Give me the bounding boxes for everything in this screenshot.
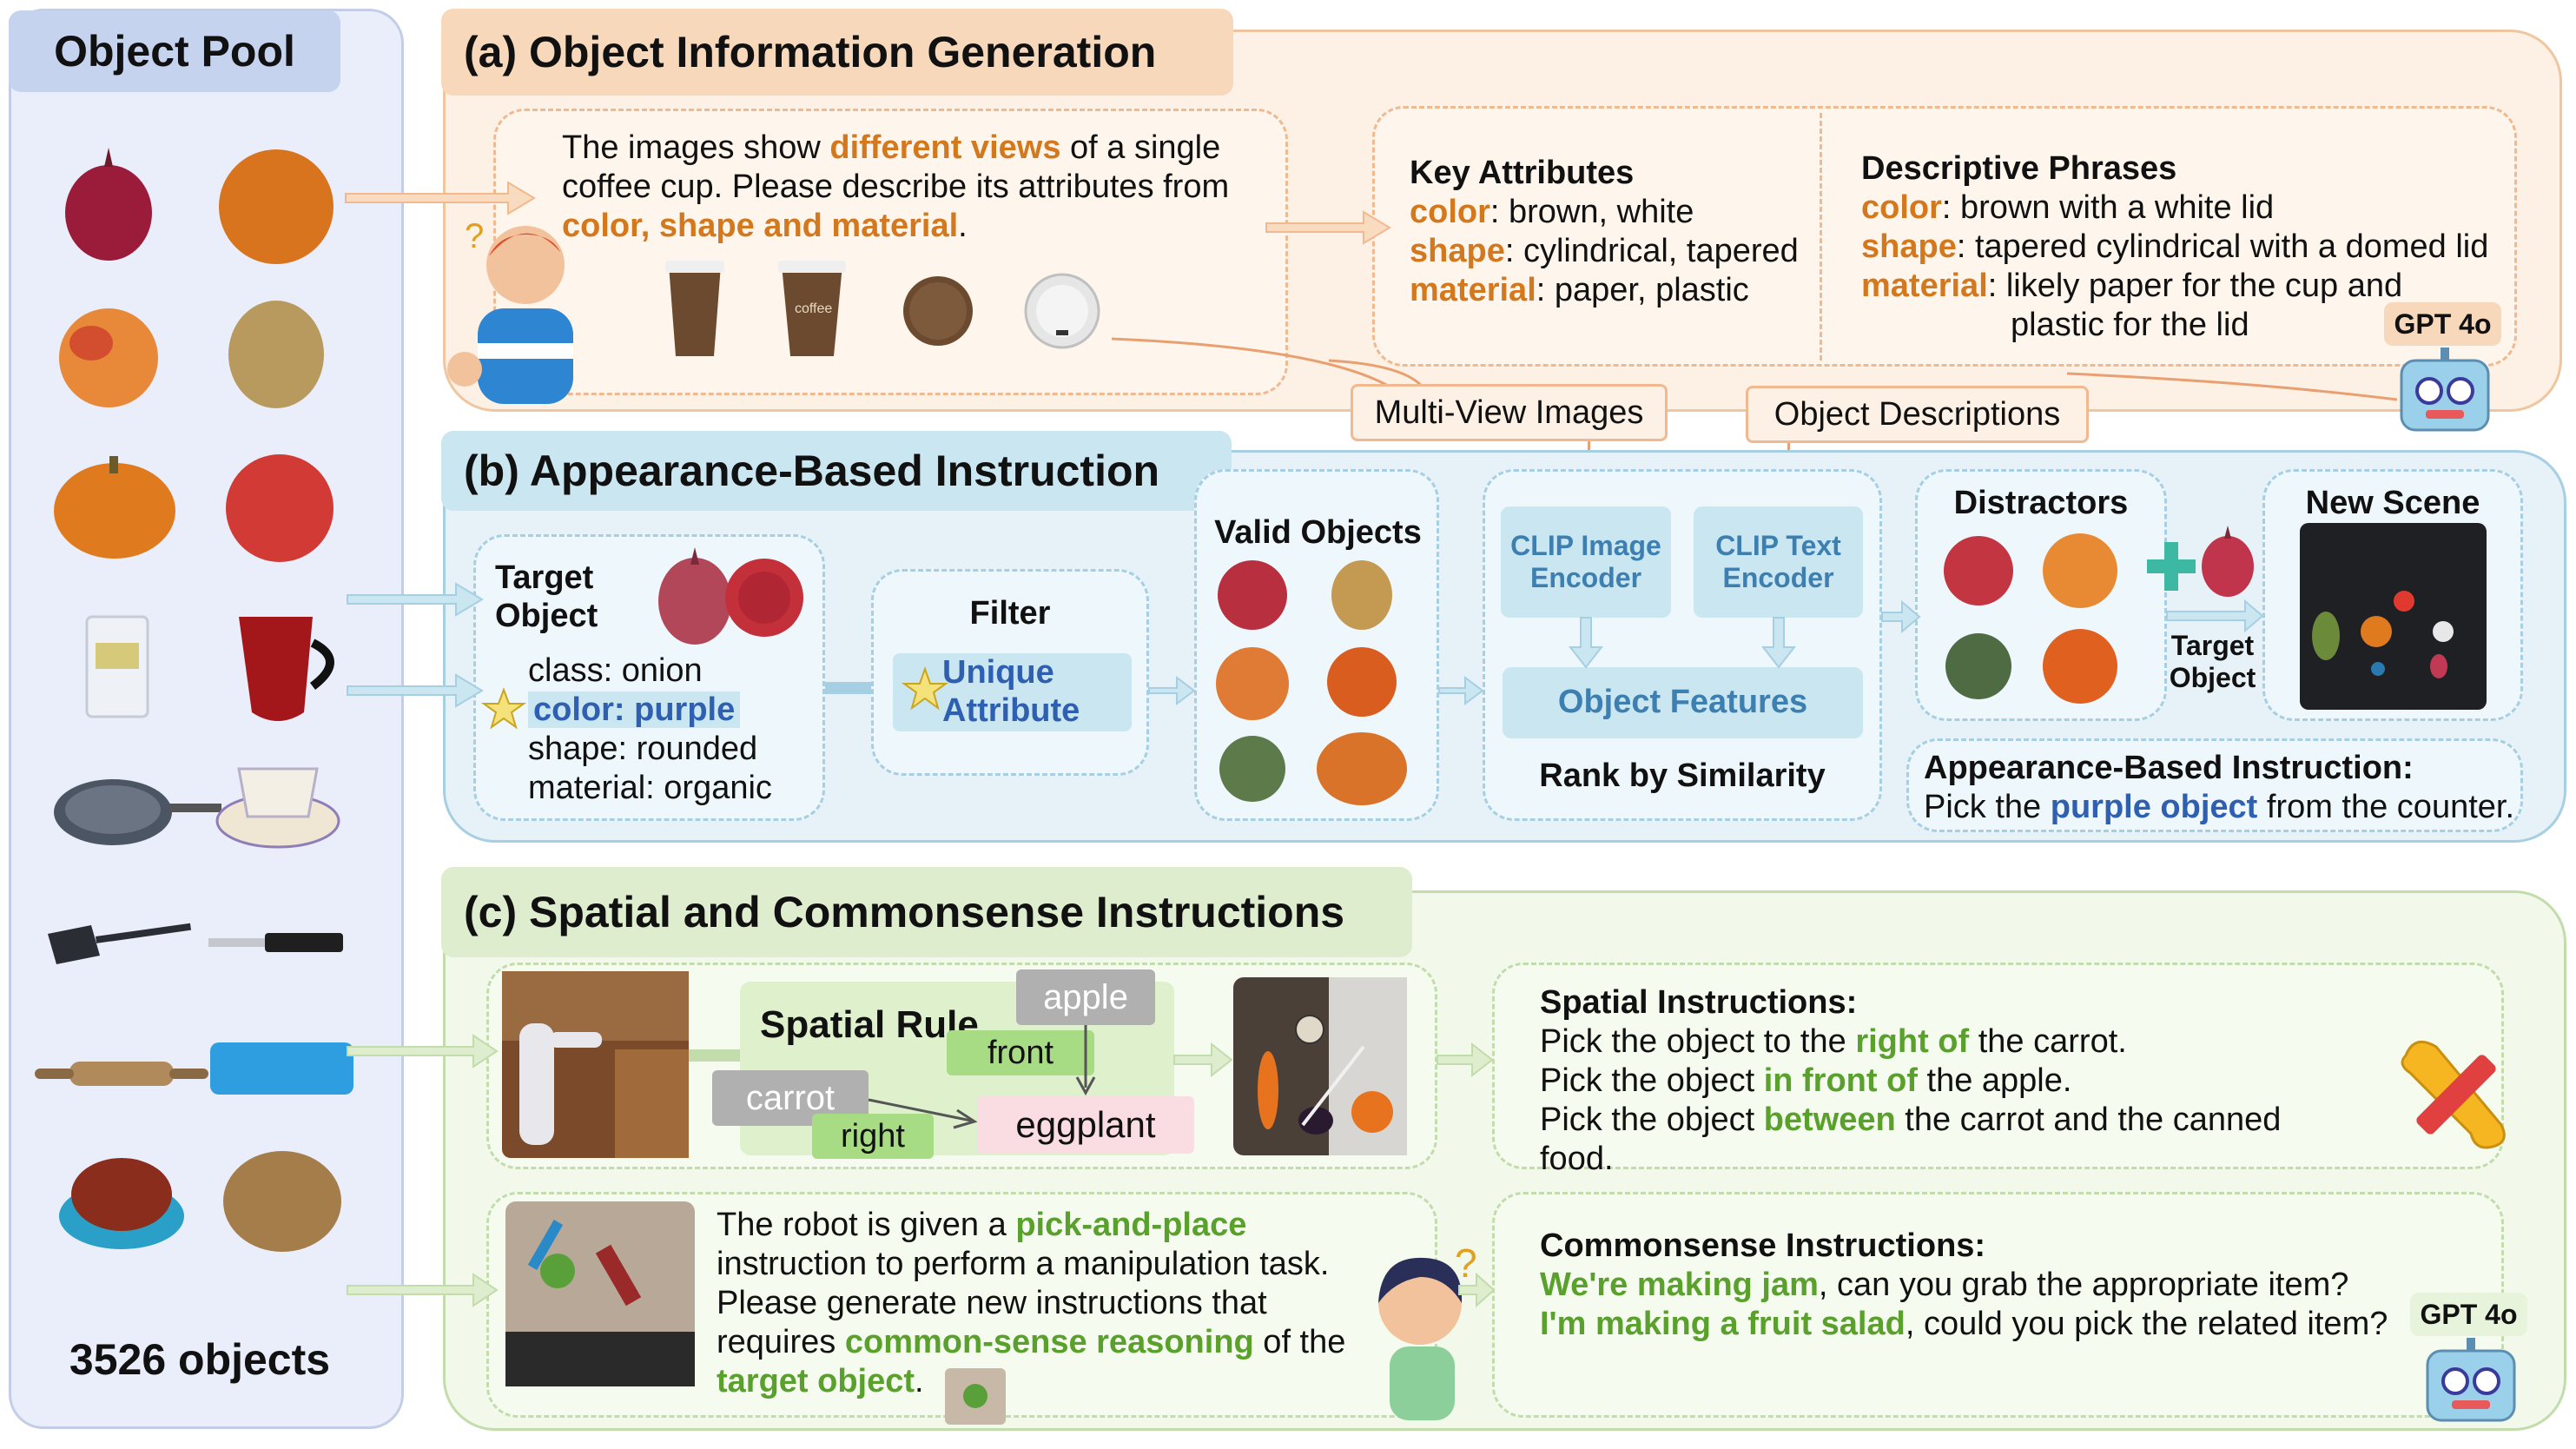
arrows-section-b	[347, 582, 2264, 708]
target-object-thumb	[945, 1368, 1006, 1425]
cake-icon	[59, 1158, 184, 1249]
commonsense-instructions: Commonsense Instructions: We're making j…	[1540, 1227, 2388, 1342]
onion-icon	[658, 547, 731, 645]
potato-icon	[1331, 560, 1392, 630]
spatial-rule-label: Spatial Rule	[760, 1003, 979, 1046]
target-object-small-label: Target Object	[2169, 630, 2256, 693]
orange-icon	[219, 149, 334, 264]
descriptive-phrases: Descriptive Phrases color: brown with a …	[1861, 150, 2489, 343]
distractor-items	[1944, 533, 2117, 704]
robot-prompt-text: The robot is given a pick-and-place inst…	[717, 1207, 1346, 1399]
peach-icon	[1216, 647, 1289, 720]
frying-pan-icon	[54, 779, 221, 845]
object-pool-title: Object Pool	[9, 10, 340, 92]
plus-icon	[2147, 542, 2196, 591]
spatial-instructions-box	[1492, 963, 2504, 1169]
section-a-prompt-text: The images show different views of a sin…	[562, 129, 1230, 244]
section-c-title: (c) Spatial and Commonsense Instructions	[441, 867, 1412, 957]
robot-icon-c	[2426, 1338, 2516, 1422]
coffee-cup-bottom-icon	[903, 276, 973, 346]
edge-front: front	[947, 1030, 1094, 1075]
object-pool-items	[35, 148, 353, 1252]
coffee-cup-top-icon	[1024, 273, 1100, 349]
coffee-cup-front-icon: coffee	[778, 261, 846, 356]
section-a-title: (a) Object Information Generation	[441, 9, 1233, 96]
target-onion-icons	[658, 547, 803, 645]
section-b-title: (b) Appearance-Based Instruction	[441, 431, 1232, 511]
milk-carton-icon	[85, 615, 149, 718]
thinking-person-icon: ?	[447, 217, 573, 404]
svg-text:?: ?	[1455, 1241, 1477, 1286]
gpt-label-a: GPT 4o	[2384, 302, 2501, 346]
appearance-instruction-box	[1906, 738, 2523, 832]
peach-icon	[2043, 533, 2117, 608]
gpt-label-c: GPT 4o	[2410, 1293, 2527, 1336]
spatial-scene-image	[1233, 977, 1407, 1155]
robot-icon-a	[2400, 347, 2490, 432]
peach-icon	[59, 308, 158, 407]
onion-icon	[65, 148, 152, 261]
teacup-icon	[215, 767, 340, 849]
rank-by-similarity: Rank by Similarity	[1539, 758, 1826, 794]
target-object-heading: Target Object	[495, 559, 598, 634]
onion-icon	[725, 559, 803, 637]
spatial-instructions: Spatial Instructions: Pick the object to…	[1540, 984, 2282, 1177]
node-apple: apple	[1016, 969, 1155, 1025]
svg-text:coffee: coffee	[795, 301, 832, 316]
ice-tray-icon	[210, 1042, 353, 1095]
valid-objects-label: Valid Objects	[1214, 514, 1422, 551]
thinking-girl-icon: ?	[1378, 1241, 1477, 1420]
object-count: 3526 objects	[69, 1335, 331, 1384]
unique-attribute-label: Unique Attribute	[942, 654, 1080, 729]
filter-label: Filter	[969, 595, 1051, 632]
object-features: Object Features	[1503, 667, 1863, 738]
valid-objects-grid	[1216, 560, 1407, 805]
edge-right: right	[812, 1114, 934, 1159]
svg-text:?: ?	[465, 217, 484, 255]
coffee-cup-side-icon	[665, 261, 724, 356]
apple-icon	[226, 454, 334, 562]
pitcher-icon	[239, 617, 334, 721]
new-scene-image	[2300, 523, 2487, 710]
coffee-cup-views: coffee	[665, 261, 1100, 356]
star-icon-target	[480, 687, 527, 730]
rolling-pin-icon	[35, 1062, 208, 1086]
commonsense-instructions-box	[1492, 1192, 2504, 1418]
spatula-icon	[48, 923, 192, 964]
distractors-label: Distractors	[1953, 485, 2129, 521]
pumpkin-icon	[1317, 732, 1407, 805]
robot-kitchen-image	[502, 971, 689, 1158]
green-fruit-icon	[1945, 633, 2011, 699]
object-descriptions-label: Object Descriptions	[1746, 386, 2089, 443]
orange-icon	[1327, 647, 1397, 717]
clip-image-encoder: CLIP Image Encoder	[1501, 506, 1671, 618]
green-fruit-icon	[1219, 736, 1285, 802]
orange-icon	[2043, 629, 2117, 704]
pumpkin-icon	[54, 456, 175, 559]
robot-task-image	[505, 1201, 695, 1386]
tools-icon	[2401, 1040, 2506, 1149]
section-a-attributes-box	[1372, 106, 2517, 367]
star-icon-filter	[901, 665, 949, 711]
attributes-divider	[1820, 113, 1822, 361]
section-a-prompt-box	[493, 109, 1288, 395]
target-object-box	[473, 534, 825, 821]
apple-icon	[1944, 536, 2013, 605]
potato-icon	[228, 301, 324, 408]
bread-icon	[223, 1151, 341, 1252]
multi-view-images-label: Multi-View Images	[1351, 384, 1668, 441]
appearance-instruction: Appearance-Based Instruction: Pick the p…	[1924, 750, 2515, 825]
key-attributes: Key Attributes color: brown, white shape…	[1410, 155, 1799, 308]
new-scene-label: New Scene	[2305, 485, 2480, 521]
apple-icon	[1218, 560, 1287, 630]
clip-text-encoder: CLIP Text Encoder	[1694, 506, 1863, 618]
node-eggplant: eggplant	[977, 1096, 1194, 1154]
target-onion-small-icon	[2202, 526, 2254, 597]
target-attributes: class: onion color: purple shape: rounde…	[528, 652, 772, 806]
knife-icon	[208, 933, 343, 952]
